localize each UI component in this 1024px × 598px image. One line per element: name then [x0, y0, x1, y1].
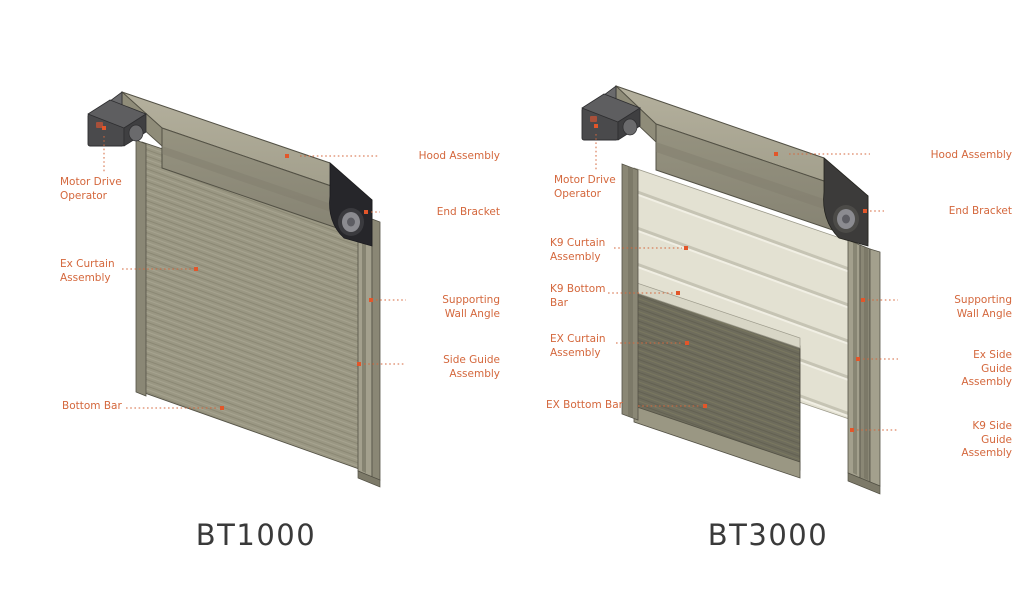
- left-guide-edge: [621, 163, 639, 421]
- callout-ex-curtain-assembly: EX Curtain Assembly: [550, 333, 606, 359]
- callout-k9-side-guide-assembly: K9 Side Guide Assembly: [961, 420, 1012, 459]
- left-guide-edge: [135, 139, 147, 397]
- callout-ex-bottom-bar: EX Bottom Bar: [546, 399, 623, 411]
- end-bracket: [823, 157, 869, 247]
- marker-dot-k9-curtain-assembly: [684, 246, 688, 250]
- leader-supporting-wall-angle: [861, 298, 898, 302]
- callout-motor-drive-operator: Motor Drive Operator: [554, 174, 616, 200]
- leader-ex-bottom-bar: [638, 404, 707, 408]
- model-title-bt1000: BT1000: [195, 518, 317, 552]
- callout-k9-curtain-assembly: K9 Curtain Assembly: [550, 237, 606, 263]
- leader-hood-assembly: [285, 154, 378, 158]
- leader-ex-curtain-assembly: [122, 267, 198, 271]
- callout-end-bracket: End Bracket: [948, 205, 1012, 217]
- callout-supporting-wall-angle: Supporting Wall Angle: [442, 294, 500, 320]
- marker-dot-ex-side-guide-assembly: [856, 357, 860, 361]
- leader-bottom-bar: [126, 406, 224, 410]
- model-title-bt3000: BT3000: [707, 518, 829, 552]
- leader-side-guide-assembly: [357, 362, 406, 366]
- callout-bottom-bar: Bottom Bar: [62, 400, 122, 412]
- leader-k9-bottom-bar: [608, 291, 680, 295]
- callout-hood-assembly: Hood Assembly: [930, 149, 1012, 161]
- leader-k9-curtain-assembly: [614, 246, 688, 250]
- side-guide-assembly: [357, 213, 381, 488]
- callout-end-bracket: End Bracket: [436, 206, 500, 218]
- marker-dot-supporting-wall-angle: [369, 298, 373, 302]
- leader-motor-drive-operator: [102, 126, 106, 172]
- motor-drive-operator: [581, 85, 641, 141]
- leader-hood-assembly: [774, 152, 870, 156]
- marker-dot-ex-bottom-bar: [703, 404, 707, 408]
- callout-ex-curtain-assembly: Ex Curtain Assembly: [60, 258, 115, 284]
- leader-end-bracket: [863, 209, 884, 213]
- end-bracket: [329, 162, 373, 247]
- marker-dot-ex-curtain-assembly: [194, 267, 198, 271]
- marker-dot-bottom-bar: [220, 406, 224, 410]
- callout-motor-drive-operator: Motor Drive Operator: [60, 176, 122, 202]
- marker-dot-end-bracket: [863, 209, 867, 213]
- marker-dot-hood-assembly: [774, 152, 778, 156]
- marker-dot-k9-side-guide-assembly: [850, 428, 854, 432]
- leader-end-bracket: [364, 210, 380, 214]
- marker-dot-side-guide-assembly: [357, 362, 361, 366]
- marker-dot-end-bracket: [364, 210, 368, 214]
- marker-dot-supporting-wall-angle: [861, 298, 865, 302]
- marker-dot-hood-assembly: [285, 154, 289, 158]
- bt3000-illustration: [512, 0, 1024, 598]
- marker-dot-motor-drive-operator: [594, 124, 598, 128]
- hood-assembly: [615, 84, 869, 243]
- marker-dot-k9-bottom-bar: [676, 291, 680, 295]
- leader-ex-curtain-assembly: [616, 341, 689, 345]
- leader-ex-side-guide-assembly: [856, 357, 898, 361]
- bt1000-illustration: [87, 90, 406, 488]
- callout-supporting-wall-angle: Supporting Wall Angle: [954, 294, 1012, 320]
- marker-dot-motor-drive-operator: [102, 126, 106, 130]
- marker-dot-ex-curtain-assembly: [685, 341, 689, 345]
- leader-motor-drive-operator: [594, 124, 598, 170]
- callout-hood-assembly: Hood Assembly: [418, 150, 500, 162]
- callout-ex-side-guide-assembly: Ex Side Guide Assembly: [961, 349, 1012, 388]
- leader-k9-side-guide-assembly: [850, 428, 898, 432]
- callout-k9-bottom-bar: K9 Bottom Bar: [550, 283, 606, 309]
- leader-supporting-wall-angle: [369, 298, 406, 302]
- callout-side-guide-assembly: Side Guide Assembly: [443, 354, 500, 380]
- side-guide-assembly: [847, 239, 881, 495]
